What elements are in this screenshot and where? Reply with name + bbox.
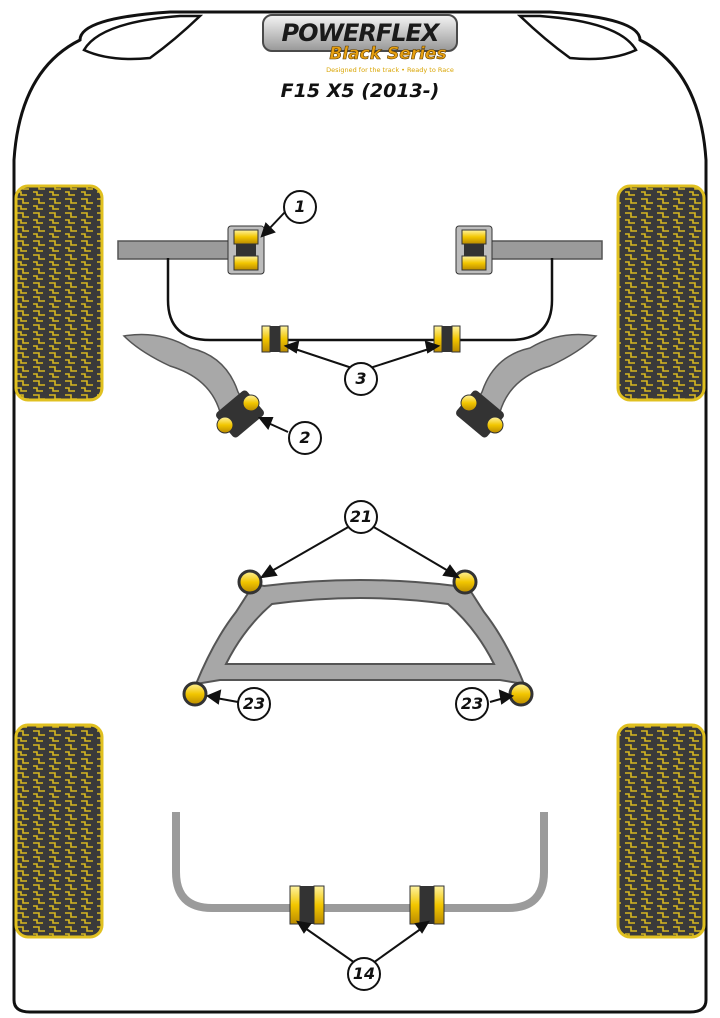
subframe-bush-lower-left	[182, 681, 208, 707]
callout-2: 2	[288, 421, 322, 455]
front-left-tyre	[14, 184, 104, 402]
rear-bar-bush-left	[289, 885, 325, 925]
subframe-bush-upper-left	[237, 569, 263, 595]
rear-anti-roll-bar	[172, 812, 548, 912]
front-lower-arm-bush-right	[456, 390, 504, 438]
front-lower-arm-bush-left	[216, 390, 264, 438]
front-left-drop-link-bar	[117, 240, 243, 260]
front-anti-roll-bar	[166, 258, 554, 342]
front-inner-bush-right	[433, 325, 461, 353]
callout-23-left: 23	[237, 687, 271, 721]
rear-subframe	[194, 579, 526, 686]
callout-1: 1	[283, 190, 317, 224]
front-outer-bush-left	[227, 225, 265, 275]
brand-series: Black Series	[329, 44, 447, 65]
front-inner-bush-left	[261, 325, 289, 353]
front-outer-bush-right	[455, 225, 493, 275]
rear-bar-bush-right	[409, 885, 445, 925]
callout-23-right: 23	[455, 687, 489, 721]
callout-14: 14	[347, 957, 381, 991]
brand-tagline: Designed for the track • Ready to Race	[326, 66, 454, 74]
front-right-drop-link-bar	[477, 240, 603, 260]
model-title: F15 X5 (2013-)	[280, 80, 440, 102]
rear-left-tyre	[14, 723, 104, 939]
front-right-tyre	[616, 184, 706, 402]
rear-right-tyre	[616, 723, 706, 939]
callout-3: 3	[344, 362, 378, 396]
subframe-bush-lower-right	[508, 681, 534, 707]
windscreen-left	[82, 14, 204, 61]
subframe-bush-upper-right	[452, 569, 478, 595]
brand-logo: POWERFLEX	[262, 14, 458, 52]
windscreen-right	[516, 14, 638, 61]
callout-21: 21	[344, 500, 378, 534]
leader-lines	[205, 211, 515, 964]
